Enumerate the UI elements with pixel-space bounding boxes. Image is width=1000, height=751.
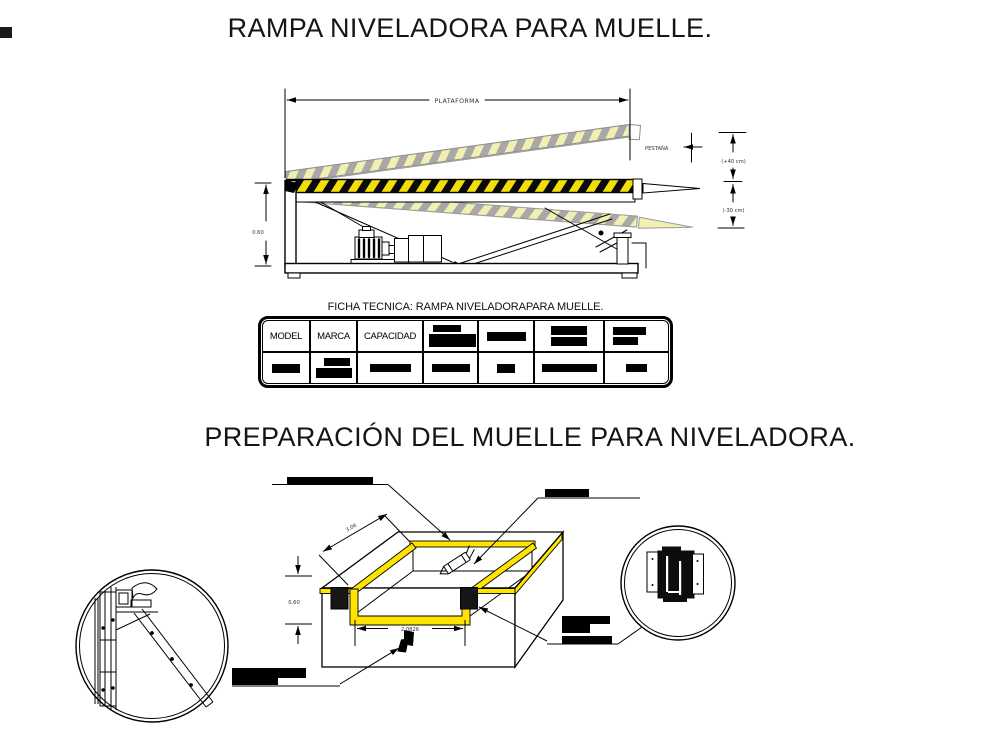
detail-circle-hinge xyxy=(75,569,229,723)
dim-travel-up-label: (+40 cm) xyxy=(721,159,746,165)
pit-interior-lines xyxy=(352,547,533,617)
ramp-dock-level-position xyxy=(286,178,701,203)
ficha-table: MODEL MARCA CAPACIDAD xyxy=(258,316,673,388)
dim-pit-side xyxy=(318,513,411,586)
redacted-text xyxy=(613,337,638,345)
pestana-callout xyxy=(683,132,703,163)
dim-frame-height xyxy=(254,182,272,267)
ramp-lowered-position xyxy=(289,189,693,229)
dock-slab xyxy=(320,530,565,670)
redacted-label xyxy=(232,668,306,685)
redacted-text xyxy=(433,325,461,332)
dim-frame-height-label: 0.60 xyxy=(252,230,264,236)
redacted-label xyxy=(545,489,589,497)
bumper-detail xyxy=(646,546,704,602)
hydraulic-power-unit xyxy=(350,226,442,265)
header-label: MODEL xyxy=(269,330,303,342)
redacted-text xyxy=(316,368,352,378)
value-cell xyxy=(311,353,358,383)
pit-figure: 3.06 0.60 2.0826 xyxy=(75,477,736,723)
redacted-text xyxy=(272,363,300,373)
redacted-text xyxy=(613,327,646,335)
redacted-text xyxy=(626,364,647,372)
ramp-figure: PLATAFORMA 0.60 PESTAÑA xyxy=(252,88,747,279)
value-cell xyxy=(535,353,605,383)
header-cell-model: MODEL xyxy=(263,321,311,353)
redacted-text xyxy=(541,364,597,372)
dim-pit-depth xyxy=(285,556,312,644)
value-cell xyxy=(605,353,668,383)
header-cell-redacted-3 xyxy=(535,321,605,353)
curb-angles xyxy=(319,532,563,626)
pit-section-title: PREPARACIÓN DEL MUELLE PARA NIVELADORA. xyxy=(204,422,856,452)
value-cell xyxy=(263,353,311,383)
value-cell xyxy=(479,353,535,383)
pit-floor-anchor xyxy=(439,545,475,575)
redacted-text xyxy=(369,364,411,372)
redacted-text xyxy=(431,364,470,372)
ficha-table-caption: FICHA TECNICA: RAMPA NIVELADORAPARA MUEL… xyxy=(327,301,604,313)
redacted-text xyxy=(551,337,587,346)
detail-circle-bumper xyxy=(620,525,736,641)
redacted-text xyxy=(497,363,515,373)
redacted-text xyxy=(324,358,350,366)
edge-mark xyxy=(0,27,12,38)
dim-travel-down-label: (-30 cm) xyxy=(722,208,744,214)
dim-travel xyxy=(717,132,747,229)
redacted-label xyxy=(287,477,373,485)
callouts xyxy=(232,477,643,687)
ficha-table-grid: MODEL MARCA CAPACIDAD xyxy=(262,320,669,384)
dim-pit-side-label: 3.06 xyxy=(345,523,358,534)
header-cell-redacted-1 xyxy=(424,321,479,353)
ramp-lip xyxy=(642,182,701,194)
header-label: MARCA xyxy=(317,330,350,342)
redacted-text xyxy=(486,331,526,341)
hinge-detail xyxy=(94,582,214,710)
redacted-text xyxy=(429,334,476,347)
ramp-section-title: RAMPA NIVELADORA PARA MUELLE. xyxy=(227,13,713,43)
header-cell-redacted-4 xyxy=(605,321,668,353)
lift-linkage xyxy=(296,189,631,271)
header-cell-capacidad: CAPACIDAD xyxy=(358,321,424,353)
header-cell-marca: MARCA xyxy=(311,321,358,353)
ramp-raised-position xyxy=(284,123,642,185)
value-cell xyxy=(358,353,424,383)
dim-plataforma xyxy=(284,88,631,179)
redacted-text xyxy=(551,326,587,335)
pestana-label: PESTAÑA xyxy=(645,145,669,152)
dim-pit-width-label: 2.0826 xyxy=(401,627,419,633)
value-cell xyxy=(424,353,479,383)
header-cell-redacted-2 xyxy=(479,321,535,353)
redacted-label xyxy=(562,636,612,644)
header-label: CAPACIDAD xyxy=(363,330,417,342)
pit-frame xyxy=(284,179,647,279)
hinge-pivot xyxy=(285,180,298,193)
dim-pit-width xyxy=(354,620,466,646)
dock-bumper-left xyxy=(330,587,349,610)
dim-pit-depth-label: 0.60 xyxy=(288,600,300,606)
dock-bumper-right xyxy=(460,587,478,610)
anchor-bolt-glyph xyxy=(397,630,414,653)
dim-plataforma-label: PLATAFORMA xyxy=(435,98,480,105)
redacted-label xyxy=(562,616,610,633)
